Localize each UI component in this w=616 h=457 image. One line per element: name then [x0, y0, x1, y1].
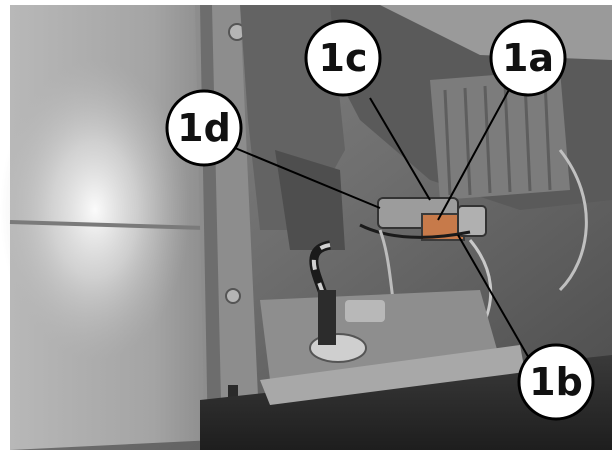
leader-line-1a [437, 87, 511, 221]
callout-label-1b: 1b [529, 360, 583, 404]
callout-1b: 1b [517, 343, 595, 421]
callout-label-1a: 1a [502, 36, 554, 80]
leader-line-1b [457, 234, 531, 361]
leader-line-1d [234, 147, 381, 209]
callout-1a: 1a [489, 19, 567, 97]
callout-1d: 1d [165, 89, 243, 167]
callout-1c: 1c [304, 19, 382, 97]
leader-lines [234, 87, 531, 361]
leader-line-1c [369, 97, 431, 201]
callout-label-1c: 1c [319, 36, 368, 80]
callout-label-1d: 1d [177, 106, 231, 150]
